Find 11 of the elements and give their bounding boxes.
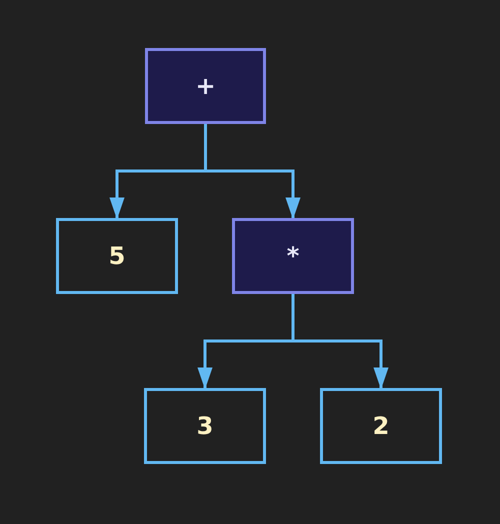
operator-box — [145, 48, 266, 124]
operator-symbol: + — [195, 72, 216, 100]
number-label: 2 — [372, 412, 390, 440]
operator-box — [232, 218, 354, 294]
number-box — [144, 388, 266, 464]
number-box — [56, 218, 178, 294]
arrow — [292, 294, 389, 390]
operator-symbol: * — [286, 242, 300, 270]
number-label: 3 — [196, 412, 214, 440]
number-box — [320, 388, 442, 464]
number-label: 5 — [108, 242, 126, 270]
